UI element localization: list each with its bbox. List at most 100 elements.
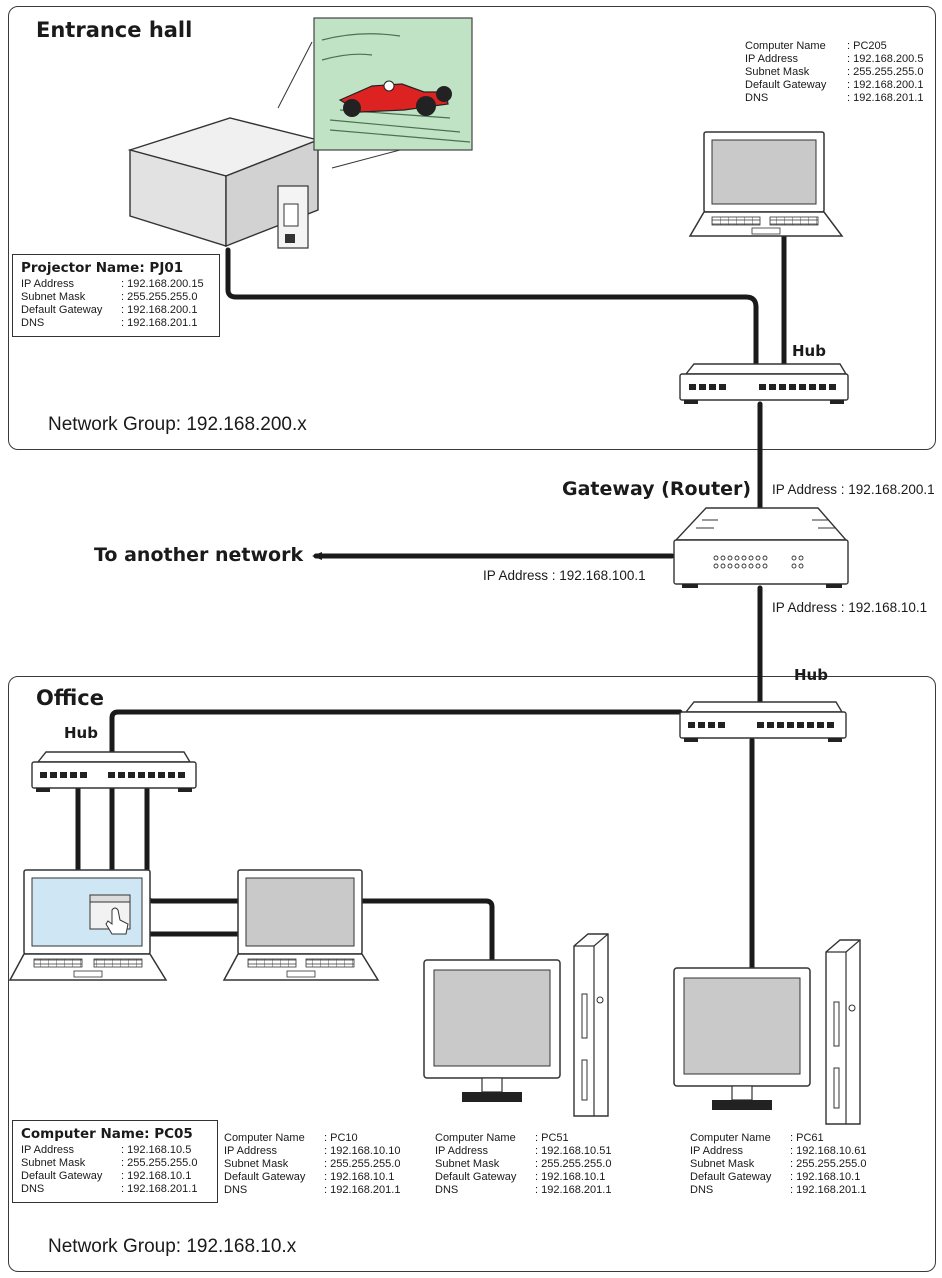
pc61-info: Computer Name: PC61 IP Address : 192.168.… xyxy=(690,1132,866,1197)
info-row: DNS : 192.168.201.1 xyxy=(21,317,204,330)
info-value: : 255.255.255.0 xyxy=(324,1158,401,1170)
info-value: : 192.168.200.15 xyxy=(121,278,204,290)
info-row: Default Gateway: 192.168.200.1 xyxy=(745,79,923,92)
info-value: : 192.168.10.5 xyxy=(121,1144,192,1156)
info-value: : 192.168.200.5 xyxy=(847,53,924,65)
gateway-ip-bottom: IP Address : 192.168.10.1 xyxy=(772,600,928,615)
router-icon xyxy=(673,507,849,588)
info-value: : 255.255.255.0 xyxy=(535,1158,612,1170)
info-row: Subnet Mask : 255.255.255.0 xyxy=(224,1158,400,1171)
info-key: Computer Name xyxy=(745,40,826,52)
info-key: Computer Name xyxy=(224,1132,305,1144)
info-key: IP Address xyxy=(745,53,798,65)
info-key: Default Gateway xyxy=(224,1171,306,1183)
info-key: Default Gateway xyxy=(21,1170,103,1182)
info-row: DNS : 192.168.201.1 xyxy=(745,92,923,105)
entrance-network-group-label: Network Group: 192.168.200.x xyxy=(48,414,307,435)
info-key: IP Address xyxy=(690,1145,743,1157)
info-key: Computer Name xyxy=(435,1132,516,1144)
info-key: Subnet Mask xyxy=(21,291,86,303)
entrance-hall-title: Entrance hall xyxy=(36,18,193,42)
info-key: Subnet Mask xyxy=(435,1158,500,1170)
info-row: Computer Name : PC205 xyxy=(745,40,923,53)
info-value: : 192.168.10.10 xyxy=(324,1145,401,1157)
pc10-laptop-icon xyxy=(222,869,380,981)
info-key: Default Gateway xyxy=(21,304,103,316)
info-row: Default Gateway : 192.168.10.1 xyxy=(690,1171,866,1184)
info-row: Subnet Mask : 255.255.255.0 xyxy=(745,66,923,79)
info-row: Default Gateway: 192.168.10.1 xyxy=(435,1171,611,1184)
info-key: IP Address xyxy=(21,1144,74,1156)
pc61-desktop-icon xyxy=(673,939,861,1125)
info-key: Default Gateway xyxy=(745,79,827,91)
info-row: Computer Name: PC61 xyxy=(690,1132,866,1145)
info-row: DNS : 192.168.201.1 xyxy=(690,1184,866,1197)
info-key: DNS xyxy=(21,317,45,329)
to-another-network-label: To another network xyxy=(94,544,304,566)
info-key: DNS xyxy=(224,1184,248,1196)
info-row: Default Gateway : 192.168.10.1 xyxy=(21,1170,197,1183)
info-key: Default Gateway xyxy=(690,1171,772,1183)
info-value: : 192.168.201.1 xyxy=(324,1184,401,1196)
info-value: : PC10 xyxy=(324,1132,358,1144)
info-value: : PC205 xyxy=(847,40,887,52)
info-value: : 192.168.201.1 xyxy=(847,92,924,104)
info-value: : 192.168.201.1 xyxy=(535,1184,612,1196)
info-key: Subnet Mask xyxy=(690,1158,755,1170)
info-key: Default Gateway xyxy=(435,1171,517,1183)
info-key: DNS xyxy=(745,92,769,104)
info-key: DNS xyxy=(690,1184,714,1196)
entrance-hub-label: Hub xyxy=(792,342,826,360)
pc205-laptop-icon xyxy=(688,131,844,237)
info-value: : 192.168.201.1 xyxy=(121,317,198,329)
info-value: : 192.168.10.1 xyxy=(790,1171,861,1183)
info-row: IP Address : 192.168.10.10 xyxy=(224,1145,400,1158)
office-group xyxy=(8,676,936,1272)
pc51-info: Computer Name : PC51 IP Address: 192.168.… xyxy=(435,1132,611,1197)
pc05-laptop-icon xyxy=(8,869,168,981)
info-key: Subnet Mask xyxy=(745,66,810,78)
info-row: Subnet Mask : 255.255.255.0 xyxy=(21,291,204,304)
office-left-hub-label: Hub xyxy=(64,724,98,742)
gateway-ip-top: IP Address : 192.168.200.1 xyxy=(772,482,935,497)
info-key: Subnet Mask xyxy=(21,1157,86,1169)
projection-beam xyxy=(277,41,401,169)
gateway-router-title: Gateway (Router) xyxy=(562,478,752,500)
pc05-name-title: Computer Name: PC05 xyxy=(21,1126,193,1142)
info-value: : PC61 xyxy=(790,1132,824,1144)
office-left-hub-icon xyxy=(31,751,197,792)
projector-info-box: Projector Name: PJ01 IP Address: 192.168… xyxy=(12,254,220,337)
info-row: Computer Name : PC51 xyxy=(435,1132,611,1145)
info-key: DNS xyxy=(435,1184,459,1196)
office-right-hub-icon xyxy=(679,701,847,742)
info-row: Computer Name : PC10 xyxy=(224,1132,400,1145)
entrance-hall-group xyxy=(8,6,936,450)
info-row: DNS : 192.168.201.1 xyxy=(21,1183,197,1196)
pc51-desktop-icon xyxy=(423,933,609,1117)
info-row: DNS : 192.168.201.1 xyxy=(435,1184,611,1197)
info-value: : 192.168.10.1 xyxy=(121,1170,192,1182)
info-value: : PC51 xyxy=(535,1132,569,1144)
office-right-hub-label: Hub xyxy=(794,666,828,684)
info-row: IP Address: 192.168.10.51 xyxy=(435,1145,611,1158)
info-value: : 255.255.255.0 xyxy=(121,291,198,303)
projector-name-title: Projector Name: PJ01 xyxy=(21,260,184,276)
pc205-info: Computer Name : PC205 IP Address : 192.168… xyxy=(745,40,923,105)
office-title: Office xyxy=(36,686,104,710)
info-key: DNS xyxy=(21,1183,45,1195)
info-key: Subnet Mask xyxy=(224,1158,289,1170)
projector-icon xyxy=(127,117,321,249)
info-row: IP Address : 192.168.10.5 xyxy=(21,1144,197,1157)
info-row: IP Address : 192.168.200.5 xyxy=(745,53,923,66)
info-key: IP Address xyxy=(224,1145,277,1157)
info-row: Subnet Mask: 255.255.255.0 xyxy=(21,1157,197,1170)
info-row: IP Address: 192.168.200.15 xyxy=(21,278,204,291)
info-value: : 255.255.255.0 xyxy=(847,66,924,78)
info-row: Subnet Mask: 255.255.255.0 xyxy=(690,1158,866,1171)
info-value: : 192.168.201.1 xyxy=(121,1183,198,1195)
projected-image xyxy=(313,17,473,151)
info-row: Subnet Mask : 255.255.255.0 xyxy=(435,1158,611,1171)
info-value: : 192.168.201.1 xyxy=(790,1184,867,1196)
info-value: : 192.168.200.1 xyxy=(121,304,198,316)
